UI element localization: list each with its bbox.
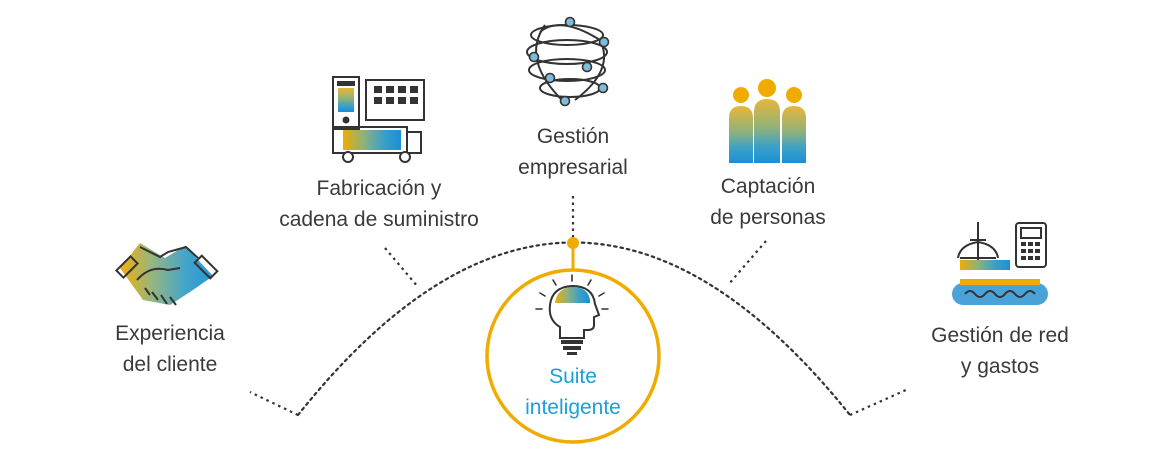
label-enterprise: Gestión empresarial [493,121,653,183]
label-network-line1: Gestión de red [931,324,1069,347]
label-enterprise-line2: empresarial [518,156,628,179]
connector-people [727,240,767,286]
arc-node [567,237,579,249]
connector-manufacturing [384,247,419,288]
travel-expense-icon [952,222,1048,305]
factory-truck-icon [332,76,425,163]
lightbulb-head-icon [535,274,609,355]
label-network-line2: y gastos [960,355,1040,378]
arc-end-right [849,388,907,417]
label-customer-line2: del cliente [122,353,218,376]
label-center-line1: Suite [549,365,597,388]
center-circle [485,268,661,444]
label-customer: Experiencia del cliente [98,318,242,380]
handshake-icon [114,243,219,306]
label-center-line2: inteligente [525,396,621,419]
label-people-line1: Captación [720,175,816,198]
label-people-line2: de personas [710,206,826,229]
globe-network-icon [526,16,610,107]
arc-end-left [249,391,299,416]
label-center: Suite inteligente [513,361,633,423]
people-icon [729,79,806,163]
label-enterprise-line1: Gestión [536,125,610,148]
label-manufacturing-line2: cadena de suministro [279,208,479,231]
label-manufacturing: Fabricación y cadena de suministro [250,173,508,235]
label-manufacturing-line1: Fabricación y [316,177,442,200]
label-people: Captación de personas [688,171,848,233]
label-network: Gestión de red y gastos [910,320,1090,382]
label-customer-line1: Experiencia [115,322,225,345]
